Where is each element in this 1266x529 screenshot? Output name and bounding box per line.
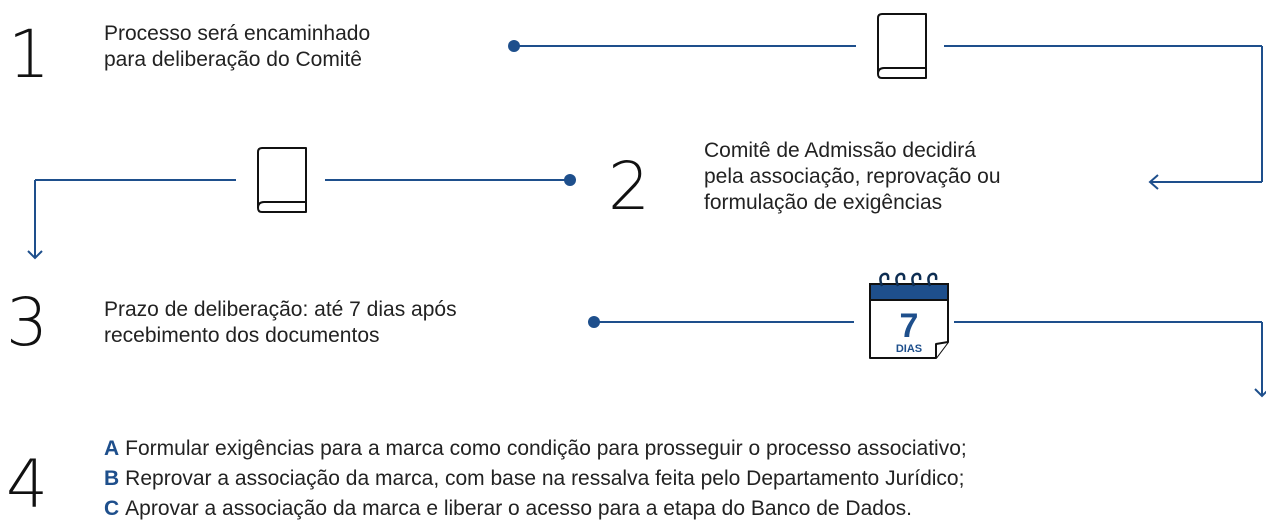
connector-dot bbox=[564, 174, 576, 186]
step-1-line: para deliberação do Comitê bbox=[104, 48, 362, 71]
book-icon bbox=[877, 13, 927, 79]
calendar-unit: DIAS bbox=[896, 343, 922, 355]
connector-dot bbox=[588, 316, 600, 328]
step-1-number: 1 bbox=[8, 16, 50, 93]
option-letter: C bbox=[104, 497, 120, 520]
calendar-value: 7 bbox=[900, 307, 919, 345]
step-3-line: recebimento dos documentos bbox=[104, 324, 380, 347]
option-text: Formular exigências para a marca como co… bbox=[125, 437, 967, 460]
step-3-line: Prazo de deliberação: até 7 dias após bbox=[104, 298, 457, 321]
step-2-line: formulação de exigências bbox=[704, 191, 943, 214]
step-1-text: Processo será encaminhado para deliberaç… bbox=[104, 21, 370, 73]
step-3-text: Prazo de deliberação: até 7 dias após re… bbox=[104, 297, 457, 349]
calendar-icon: 7 DIAS bbox=[869, 272, 949, 359]
connector-dot bbox=[508, 40, 520, 52]
option-text: Reprovar a associação da marca, com base… bbox=[125, 467, 965, 490]
option-letter: B bbox=[104, 467, 120, 490]
connector-step3-to-step4 bbox=[594, 321, 1266, 398]
connector-step2-to-step3 bbox=[27, 179, 570, 260]
book-icon bbox=[257, 147, 307, 213]
connector-step1-to-step2 bbox=[514, 45, 1263, 190]
step-4-number: 4 bbox=[6, 446, 48, 523]
option-text: Aprovar a associação da marca e liberar … bbox=[125, 497, 912, 520]
step-1-line: Processo será encaminhado bbox=[104, 22, 371, 45]
option-letter: A bbox=[104, 437, 120, 460]
step-2-line: Comitê de Admissão decidirá bbox=[704, 139, 976, 162]
step-3-number: 3 bbox=[6, 284, 48, 361]
step-2-text: Comitê de Admissão decidirá pela associa… bbox=[704, 138, 1001, 216]
step-2-number: 2 bbox=[608, 148, 650, 225]
step-2-line: pela associação, reprovação ou bbox=[704, 165, 1001, 188]
